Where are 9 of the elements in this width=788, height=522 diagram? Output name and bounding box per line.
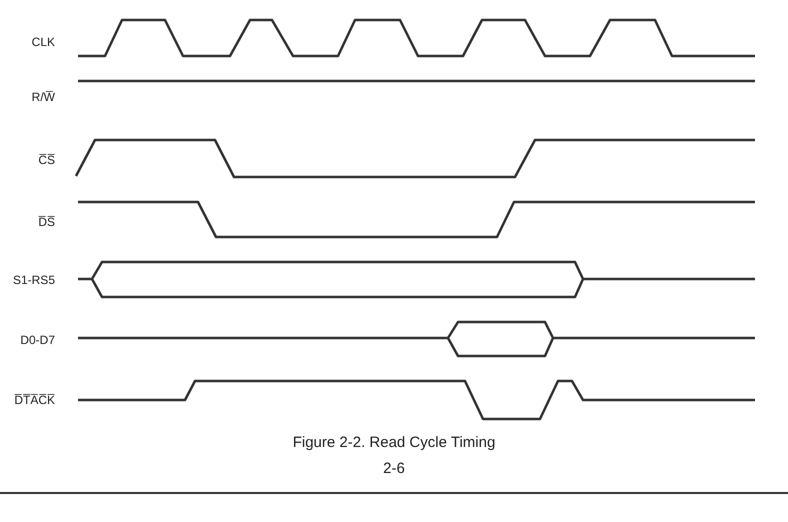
signal-name: D̅T̅A̅C̅K̅ (14, 393, 55, 407)
figure-caption: Figure 2-2. Read Cycle Timing (292, 436, 496, 450)
page-number: 2-6 (382, 462, 406, 476)
signal-name: R/W̅ (32, 90, 55, 104)
signal-name: S1-RS5 (12, 273, 55, 287)
signal-name: D̅S̅ (38, 215, 55, 229)
signal-name: D0-D7 (20, 333, 55, 347)
signal-name: C̅S̅ (38, 153, 55, 167)
signal-name: CLK (32, 35, 55, 49)
